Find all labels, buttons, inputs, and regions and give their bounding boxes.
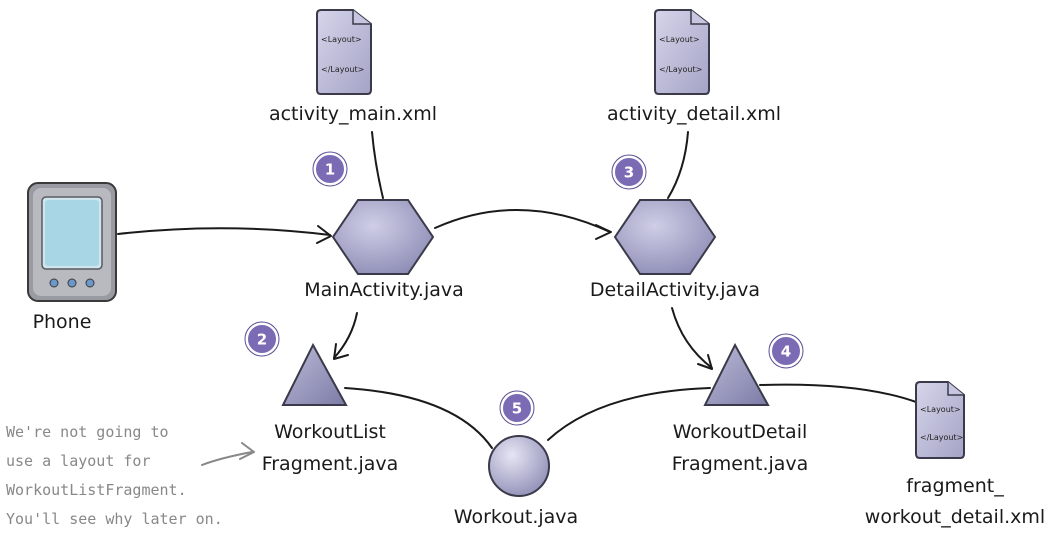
label-fragment-xml-line2: workout_detail.xml	[865, 506, 1045, 528]
arrowhead-mainactivity	[316, 225, 332, 244]
svg-text:2: 2	[257, 331, 267, 349]
model-sphere-icon	[488, 435, 550, 497]
note-line-2: use a layout for	[6, 452, 151, 470]
layout-file-icon: <Layout> </Layout>	[915, 381, 965, 459]
connector-detail-to-workoutdetail	[671, 307, 713, 369]
phone-icon	[27, 182, 117, 302]
step-badge-5: 5	[499, 390, 535, 426]
svg-text:</Layout>: </Layout>	[659, 65, 702, 74]
arrowhead-detailactivity	[595, 224, 612, 240]
connector-main-to-detail	[434, 209, 611, 233]
step-badge-2: 2	[244, 321, 280, 357]
note-line-3: WorkoutListFragment.	[6, 481, 187, 499]
step-badge-3: 3	[611, 154, 647, 190]
svg-text:</Layout>: </Layout>	[920, 433, 963, 442]
fragment-triangle-icon	[281, 342, 348, 406]
step-badge-4: 4	[768, 333, 804, 369]
svg-text:</Layout>: </Layout>	[321, 65, 364, 74]
label-workout: Workout.java	[454, 506, 578, 528]
svg-text:5: 5	[512, 400, 522, 418]
label-detailactivity: DetailActivity.java	[590, 279, 760, 301]
connector-main-to-workoutlist	[333, 312, 358, 359]
svg-text:<Layout>: <Layout>	[321, 35, 362, 44]
arrowhead-workoutdetail	[697, 354, 713, 370]
note-line-1: We're not going to	[6, 423, 169, 441]
svg-text:1: 1	[325, 161, 335, 179]
connector-workoutdetail-to-fragment-xml	[759, 383, 917, 403]
label-mainactivity: MainActivity.java	[304, 279, 464, 301]
layout-file-icon: <Layout> </Layout>	[316, 9, 372, 95]
fragment-triangle-icon	[703, 342, 770, 406]
connector-workoutlist-to-workout	[344, 387, 493, 449]
svg-text:4: 4	[781, 343, 791, 361]
connector-activity-detail-to-detailactivity	[667, 131, 689, 199]
label-workoutlist-line1: WorkoutList	[274, 421, 386, 443]
label-phone: Phone	[33, 311, 92, 333]
label-workoutdetail-line1: WorkoutDetail	[673, 421, 808, 443]
note-line-4: You'll see why later on.	[6, 510, 223, 528]
activity-hexagon-icon	[331, 199, 435, 275]
label-workoutdetail-line2: Fragment.java	[672, 453, 809, 475]
handwritten-note: We're not going to use a layout for Work…	[6, 423, 223, 528]
arrowhead-workoutlist	[333, 343, 349, 360]
label-fragment-xml-line1: fragment_	[906, 475, 1004, 497]
note-arrow	[201, 451, 253, 466]
layout-file-icon: <Layout> </Layout>	[654, 9, 710, 95]
activity-hexagon-icon	[613, 199, 717, 275]
note-arrowhead	[239, 442, 255, 460]
connector-activity-main-to-mainactivity	[371, 131, 384, 199]
label-activity-detail-xml: activity_detail.xml	[607, 103, 781, 125]
label-workoutlist-line2: Fragment.java	[262, 453, 399, 475]
step-badge-1: 1	[312, 151, 348, 187]
svg-text:<Layout>: <Layout>	[659, 35, 700, 44]
svg-text:<Layout>: <Layout>	[920, 405, 961, 414]
label-activity-main-xml: activity_main.xml	[269, 103, 437, 125]
connector-workout-to-workoutdetail	[547, 387, 711, 441]
svg-text:3: 3	[624, 164, 634, 182]
connector-phone-to-mainactivity	[117, 227, 331, 236]
